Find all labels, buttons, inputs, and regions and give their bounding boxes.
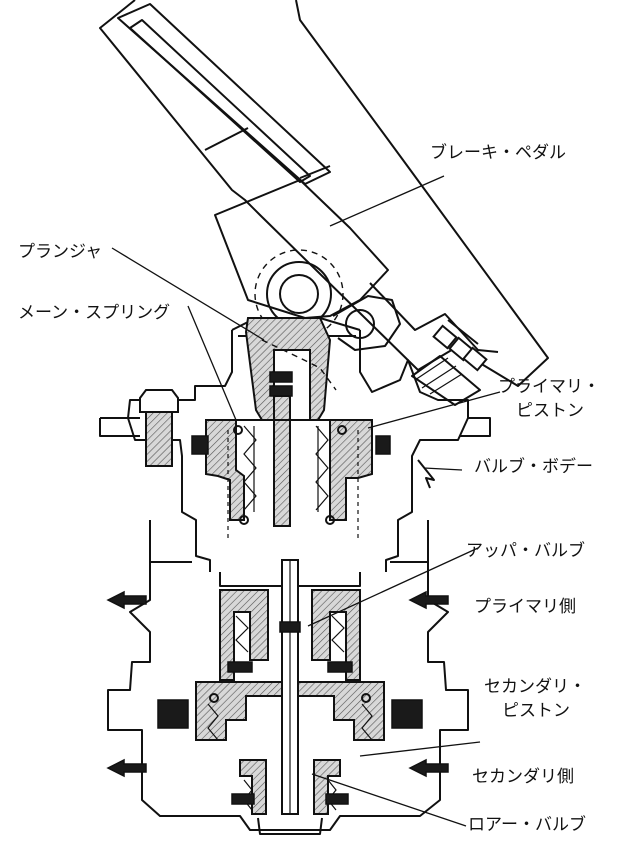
secondary-piston — [157, 681, 423, 741]
label-lower-valve: ロアー・バルブ — [468, 814, 586, 835]
labels: ブレーキ・ペダル プランジャ メーン・スプリング プライマリ・ ピストン バルブ… — [18, 142, 600, 835]
primary-outlet-arrow — [106, 590, 147, 610]
label-valve-body: バルブ・ボデー — [474, 456, 593, 477]
label-primary-piston-2: ピストン — [516, 401, 584, 421]
flange-bolt — [99, 389, 491, 467]
brake-pedal — [99, 0, 549, 406]
flow-arrows — [106, 459, 449, 778]
leader-lines — [111, 175, 501, 827]
primary-inlet-arrow — [408, 590, 449, 610]
label-upper-valve: アッパ・バルブ — [466, 540, 585, 561]
label-secondary-piston-2: ピストン — [502, 701, 570, 721]
center-rod — [269, 371, 293, 527]
primary-piston — [191, 419, 391, 521]
secondary-outlet-arrow — [106, 758, 147, 778]
label-secondary-side: セカンダリ側 — [472, 767, 574, 787]
center-shaft — [281, 559, 299, 815]
label-main-spring: メーン・スプリング — [18, 303, 170, 323]
label-secondary-piston-1: セカンダリ・ — [484, 677, 586, 697]
upper-body — [127, 317, 469, 572]
lower-valve — [231, 759, 349, 835]
label-primary-side: プライマリ側 — [474, 597, 576, 617]
pedal-adjust-nuts — [411, 324, 488, 406]
label-brake-pedal: ブレーキ・ペダル — [430, 142, 566, 163]
secondary-inlet-arrow — [408, 758, 449, 778]
label-primary-piston-1: プライマリ・ — [498, 377, 600, 397]
label-plunger: プランジャ — [18, 242, 102, 262]
upper-valve — [219, 589, 361, 681]
main-spring — [227, 425, 359, 540]
